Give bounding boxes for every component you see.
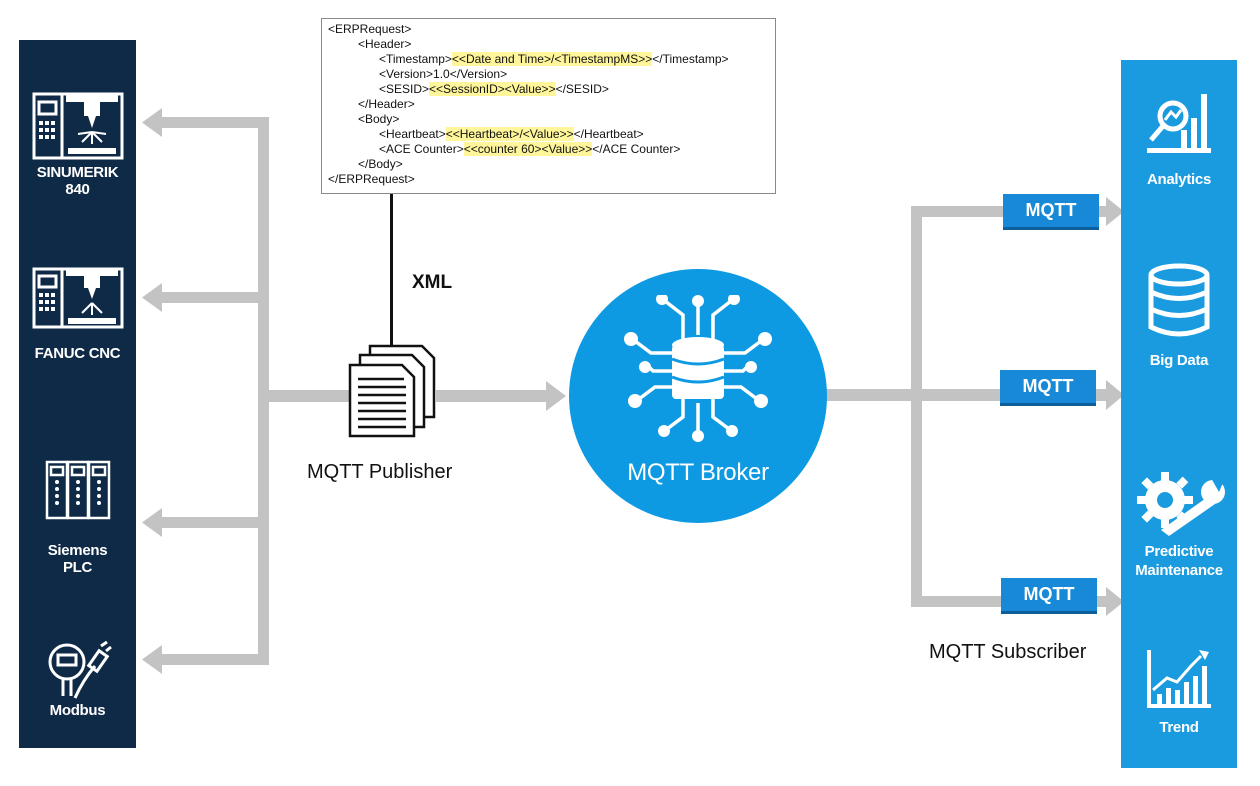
xml-line: <Heartbeat><<Heartbeat>/<Value>></Heartb… [379,127,644,141]
xml-line: <SESID><<SessionID><Value>></SESID> [379,82,609,96]
app-analytics: Analytics [1121,90,1237,189]
subscriber-label: MQTT Subscriber [929,641,1087,663]
xml-line: <ERPRequest> [328,22,412,36]
mqtt-broker: MQTT Broker [569,269,827,523]
database-network-icon [624,295,772,442]
app-trend: Trend [1121,646,1237,737]
trend-chart-icon [1147,650,1211,708]
mqtt-badge: MQTT [1000,370,1096,406]
mqtt-badge: MQTT [1001,578,1097,614]
xml-payload-box: <ERPRequest> <Header> <Timestamp><<Date … [321,18,776,194]
app-label: Trend [1159,719,1199,736]
app-label: Predictive Maintenance [1135,543,1223,579]
cnc-machine-icon [32,92,123,160]
xml-line: </ERPRequest> [328,172,415,186]
xml-line: <Header> [358,37,412,51]
xml-line: <Body> [358,112,400,126]
device-label: FANUC CNC [34,345,121,362]
plc-rack-icon [45,460,110,520]
xml-line: </Body> [358,157,403,171]
documents-icon [348,344,436,438]
gear-wrench-icon [1137,472,1225,536]
meter-plug-icon [48,640,112,699]
device-label: SINUMERIK 840 [36,164,119,198]
app-big-data: Big Data [1121,263,1237,370]
device-sinumerik: SINUMERIK 840 [19,88,136,198]
xml-label: XML [412,272,453,293]
device-siemens-plc: Siemens PLC [19,458,136,576]
database-icon [1148,263,1210,337]
app-label: Analytics [1147,171,1211,188]
cnc-machine-icon [32,267,123,329]
device-fanuc: FANUC CNC [19,265,136,362]
app-predictive-maintenance: Predictive Maintenance [1121,470,1237,580]
device-label: Siemens PLC [47,542,108,576]
xml-line: </Header> [358,97,415,111]
analytics-chart-icon [1147,94,1211,153]
devices-panel: SINUMERIK 840 FANUC CNC [19,40,136,748]
mqtt-badge: MQTT [1003,194,1099,230]
xml-line: <Version>1.0</Version> [379,67,508,81]
xml-line: <ACE Counter><<counter 60><Value>></ACE … [379,142,681,156]
publisher-label: MQTT Publisher [307,461,453,483]
subscribers-panel: Analytics Big Data [1121,60,1237,768]
xml-line: <Timestamp><<Date and Time>/<TimestampMS… [379,52,729,66]
app-label: Big Data [1149,352,1209,369]
device-label: Modbus [49,702,106,719]
broker-label: MQTT Broker [627,459,769,486]
device-modbus: Modbus [19,640,136,719]
